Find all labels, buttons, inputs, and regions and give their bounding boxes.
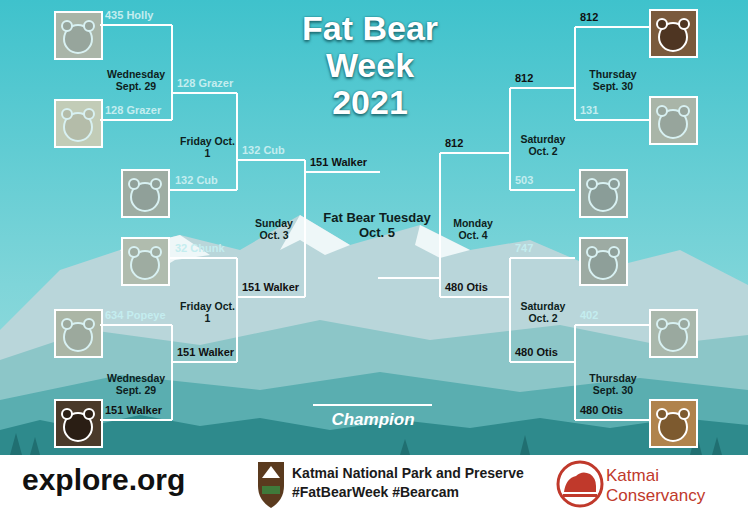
sponsor-name: Katmai Conservancy xyxy=(606,466,734,506)
park-name: Katmai National Park and Preserve xyxy=(292,465,550,481)
bracket-slot: 402 xyxy=(575,305,650,326)
bracket-slot: 812 xyxy=(510,68,575,89)
bracket-slot: 634 Popeye xyxy=(100,305,172,326)
bracket-connector xyxy=(575,27,576,88)
bracket-slot: 747 xyxy=(510,238,575,259)
bear-name: 812 xyxy=(445,137,463,149)
bracket-connector xyxy=(575,325,576,362)
match-date: Wednesday Sept. 29 xyxy=(100,372,172,396)
bear-name: 32 Chunk xyxy=(175,242,225,254)
sponsor-name: explore.org xyxy=(22,462,232,497)
match-date: Thursday Sept. 30 xyxy=(577,68,649,92)
bear-name: 435 Holly xyxy=(105,9,153,21)
match-date: Sunday Oct. 3 xyxy=(245,217,303,241)
bear-name: 480 Otis xyxy=(515,346,558,358)
bracket-slot: 480 Otis xyxy=(575,400,650,421)
hashtags: #FatBearWeek #Bearcam xyxy=(292,484,550,500)
bracket-connector xyxy=(237,160,238,190)
bracket-slot: 32 Chunk xyxy=(170,238,237,259)
bear-name: 128 Grazer xyxy=(177,77,233,89)
bracket-slot: 151 Walker xyxy=(237,277,305,298)
poster-title: Fat Bear Week 2021 xyxy=(290,10,450,121)
bear-name: 151 Walker xyxy=(242,281,299,293)
champion-label: Champion xyxy=(313,410,433,430)
bracket-slot: 131 xyxy=(575,100,650,121)
bear-name: 151 Walker xyxy=(105,404,162,416)
bracket-slot: 151 Walker xyxy=(172,342,237,363)
bear-name: 503 xyxy=(515,174,533,186)
bear-name: 132 Cub xyxy=(175,174,218,186)
bear-name: 151 Walker xyxy=(177,346,234,358)
bracket-slot: 812 xyxy=(575,7,650,28)
bracket-connector xyxy=(510,258,511,297)
bracket-slot: 480 Otis xyxy=(440,277,510,298)
bear-name: 747 xyxy=(515,242,533,254)
match-date: Saturday Oct. 2 xyxy=(512,300,574,324)
bracket-slot: 132 Cub xyxy=(170,170,237,191)
bear-name: 812 xyxy=(580,11,598,23)
match-date: Friday Oct. 1 xyxy=(180,135,235,159)
bear-name: 151 Walker xyxy=(310,156,367,168)
match-date: Saturday Oct. 2 xyxy=(512,133,574,157)
bracket-slot: 128 Grazer xyxy=(172,73,237,94)
bracket-slot: 503 xyxy=(510,170,575,191)
bear-name: 132 Cub xyxy=(242,144,285,156)
match-date: Monday Oct. 4 xyxy=(442,217,504,241)
match-date: Wednesday Sept. 29 xyxy=(100,68,172,92)
bracket-slot: 435 Holly xyxy=(100,5,172,26)
bracket-connector xyxy=(237,297,238,362)
bracket-connector xyxy=(305,172,306,297)
bear-name: 480 Otis xyxy=(445,281,488,293)
bear-name: 812 xyxy=(515,72,533,84)
bracket-connector xyxy=(172,93,173,120)
bear-name: 480 Otis xyxy=(580,404,623,416)
match-date: Friday Oct. 1 xyxy=(180,300,235,324)
bracket-slot: 151 Walker xyxy=(305,152,380,173)
bear-name: 634 Popeye xyxy=(105,309,166,321)
bracket-slot: 132 Cub xyxy=(237,140,305,161)
bracket-connector xyxy=(510,88,511,153)
bracket-slot: 128 Grazer xyxy=(100,100,172,121)
bear-name: 131 xyxy=(580,104,598,116)
bear-name: 402 xyxy=(580,309,598,321)
bracket-slot: 151 Walker xyxy=(100,400,172,421)
bear-name: 128 Grazer xyxy=(105,104,161,116)
match-date: Thursday Sept. 30 xyxy=(577,372,649,396)
bracket-connector xyxy=(172,362,173,420)
bracket-slot: 480 Otis xyxy=(510,342,575,363)
final-date: Fat Bear Tuesday Oct. 5 xyxy=(318,210,436,240)
bracket-slot: 812 xyxy=(440,133,510,154)
